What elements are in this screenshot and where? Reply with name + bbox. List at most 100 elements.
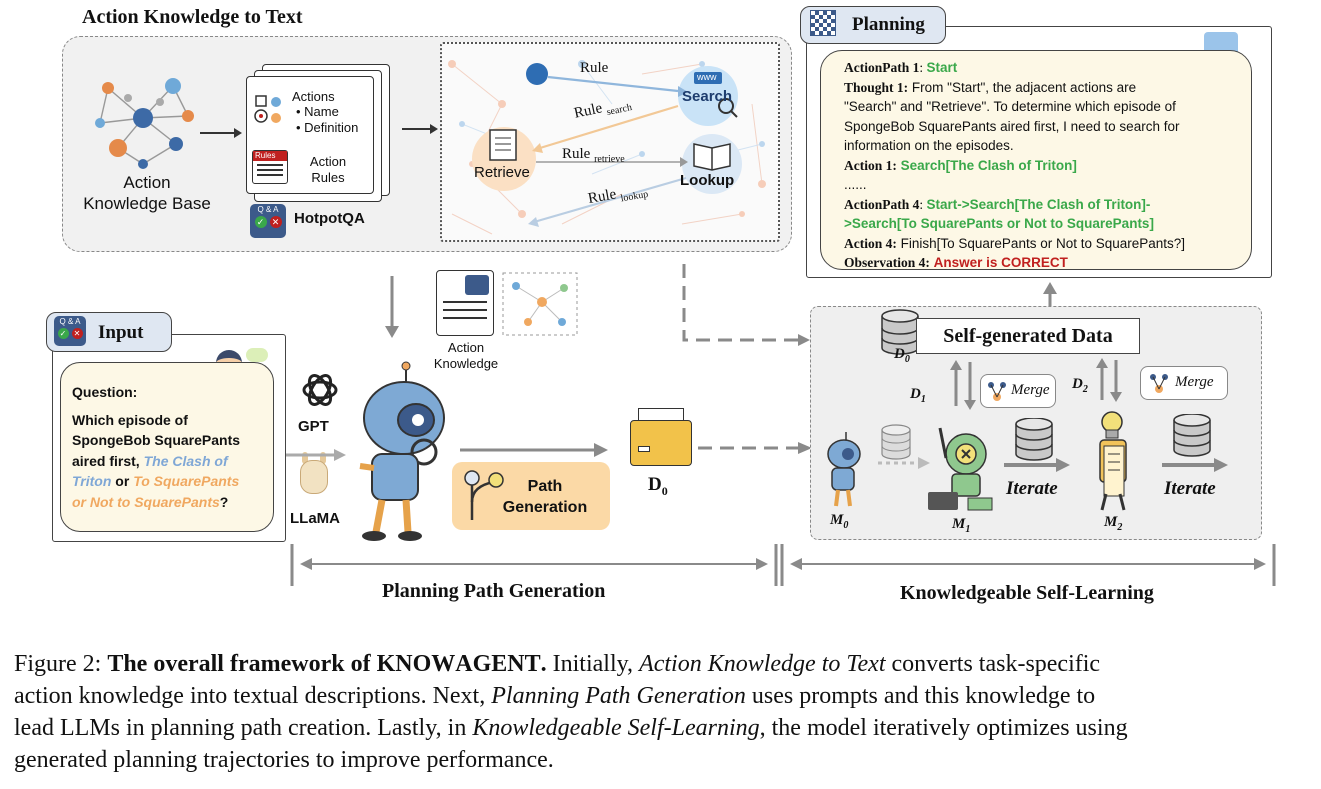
action-knowledge-label-1: Action	[447, 340, 485, 355]
plan-path4-key: ActionPath 4	[844, 196, 920, 212]
plan-line-path1: ActionPath 1: Start	[844, 58, 1244, 78]
database-icon-small	[881, 424, 911, 460]
rule-graph	[448, 60, 766, 235]
question-text: Question: Which episode of SpongeBob Squ…	[72, 382, 272, 512]
arrows-d2	[1096, 358, 1122, 402]
arrow-iterate-1	[1004, 458, 1070, 472]
caption-line3-text: lead LLMs in planning path creation. Las…	[14, 715, 473, 741]
section-title-action-knowledge: Action Knowledge to Text	[82, 6, 303, 28]
retrieve-node-label: Retrieve	[474, 164, 530, 181]
cross-icon: ✕	[269, 216, 282, 228]
plan-thought-text3: SpongeBob SquarePants aired first, I nee…	[844, 118, 1180, 134]
kb-label: Action Knowledge Base	[72, 172, 222, 214]
plan-path4-sep: :	[919, 196, 927, 212]
actions-icon	[254, 95, 281, 123]
doc-actions-item1: • Name	[296, 104, 339, 119]
doc-actions-title: Actions	[292, 89, 335, 104]
plan-action1-val: Search[The Clash of Triton]	[900, 157, 1077, 173]
input-badge-text: Q & A	[59, 317, 81, 326]
merge-icon-1	[988, 382, 1006, 401]
check-icon: ✓	[254, 216, 267, 228]
arrow-input-to-agent	[286, 449, 346, 461]
plan-line-action4: Action 4: Finish[To SquarePants or Not t…	[844, 234, 1244, 254]
plan-path4-val1: Start->Search[The Clash of Triton]-	[926, 196, 1151, 212]
rules-icon-tag: Rules	[253, 151, 287, 161]
hotpotqa-label: HotpotQA	[294, 210, 365, 227]
question-option1-part1: The Clash of	[143, 452, 228, 469]
gpt-logo-icon	[302, 374, 338, 406]
input-title: Input	[98, 322, 144, 343]
doc-actions-item2: • Definition	[296, 120, 359, 135]
question-line2: SpongeBob SquarePants	[72, 432, 241, 448]
caption-line3: lead LLMs in planning path creation. Las…	[14, 712, 1314, 744]
checkerboard-icon	[810, 10, 836, 36]
kb-label-line1: Action	[123, 173, 171, 192]
caption-bold-end: .	[540, 651, 547, 677]
m2-text: M	[1104, 514, 1118, 530]
m2-sub: 2	[1117, 522, 1123, 533]
question-line1: Which episode of	[72, 411, 188, 428]
d0-sl-text: D	[894, 346, 905, 362]
dashed-arrow-to-self-learning	[682, 264, 810, 346]
caption-i2: Planning Path Generation	[491, 683, 746, 709]
arrow-iterate-2	[1162, 458, 1228, 472]
iterate-label-1: Iterate	[1006, 478, 1058, 499]
rule-label: Rule	[580, 60, 608, 77]
caption-bold-sc2: GENT	[472, 651, 541, 677]
m0-text: M	[830, 512, 844, 528]
cross-icon: ✕	[71, 328, 83, 339]
d1-sub: 1	[920, 394, 926, 405]
path-generation-label: Path Generation	[490, 476, 600, 518]
planning-path-generation-label: Planning Path Generation	[382, 580, 606, 602]
check-icon: ✓	[57, 328, 69, 339]
d2-sub: 2	[1082, 384, 1088, 395]
database-icon-d0	[881, 309, 919, 355]
rule-retrieve-sub: retrieve	[594, 154, 625, 165]
rule-label-text: Rule	[580, 60, 609, 76]
caption-line2-text: action knowledge into textual descriptio…	[14, 683, 492, 709]
arrow-agent-to-d0	[460, 443, 608, 457]
plan-line-thought1: Thought 1: From "Start", the adjacent ac…	[844, 78, 1244, 98]
d2-label: D2	[1072, 376, 1088, 395]
figure-caption: Figure 2: The overall framework of KNOWA…	[14, 648, 1314, 776]
caption-bold-sc1: NOW	[395, 651, 456, 677]
branch-icon	[464, 470, 504, 520]
caption-t1: Initially,	[546, 651, 640, 677]
doc-rules-label-2: Rules	[311, 170, 345, 185]
question-line3: aired first, The Clash of	[72, 451, 272, 472]
d2-text: D	[1072, 376, 1083, 392]
path-generation-label-2: Generation	[502, 499, 588, 516]
doc-actions-item1-text: Name	[304, 104, 339, 119]
arrows-d1	[950, 360, 976, 410]
qa-badge-icon: Q & A ✓ ✕	[54, 316, 86, 346]
action-knowledge-label: Action Knowledge	[420, 340, 512, 372]
merge-label-2: Merge	[1175, 374, 1214, 390]
d0-middle-text: D	[648, 474, 662, 495]
www-label: www	[697, 72, 717, 82]
caption-t3: uses prompts and this knowledge to	[745, 683, 1096, 709]
d1-text: D	[910, 386, 921, 402]
planning-title: Planning	[852, 14, 925, 35]
merge-icon-2	[1150, 374, 1168, 393]
m0-label: M0	[830, 512, 848, 531]
knowledge-network-icon	[95, 78, 194, 169]
doc-rules-label: Action Rules	[298, 154, 358, 186]
question-box	[60, 362, 274, 532]
hotpotqa-icon: Q & A ✓ ✕	[250, 204, 286, 238]
span-self-learning	[780, 544, 1276, 586]
m1-sub: 1	[965, 524, 971, 535]
robot-m2-icon	[1099, 411, 1127, 511]
caption-i1: Action Knowledge to Text	[639, 651, 886, 677]
database-icon-iter1	[1015, 418, 1053, 461]
caption-bold: The overall framework of K	[107, 651, 396, 677]
m1-text: M	[952, 516, 966, 532]
action-knowledge-doc	[436, 270, 494, 336]
path-generation-label-1: Path	[527, 478, 563, 495]
d0-middle-sub: 0	[661, 483, 668, 498]
arrow-kb-to-docs	[200, 128, 242, 138]
rule-retrieve-text: Rule	[562, 146, 591, 162]
plan-path1-sep: :	[919, 60, 927, 75]
plan-path1-key: ActionPath 1	[844, 60, 920, 75]
arrow-docs-to-graph	[402, 124, 438, 134]
span-planning-path	[290, 544, 778, 586]
